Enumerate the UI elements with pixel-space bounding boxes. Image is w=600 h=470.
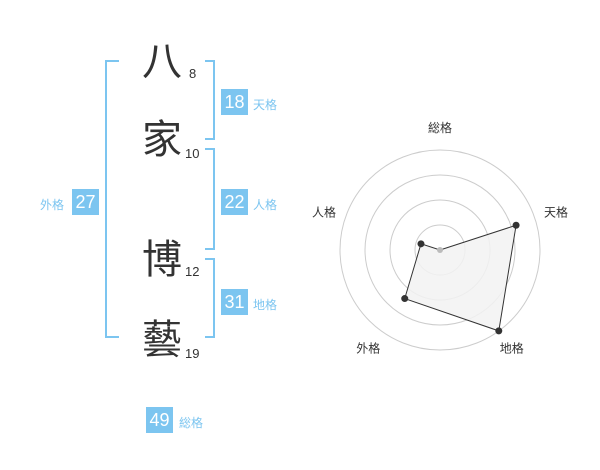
chikaku-label: 地格	[253, 298, 278, 312]
soukaku-value: 49	[146, 407, 173, 433]
name-char-2: 家	[142, 117, 182, 163]
radar-grid-ring-1	[339, 149, 541, 351]
jinkaku-value: 22	[221, 189, 248, 215]
radar-grid-ring-2	[364, 174, 516, 326]
stroke-count-1: 8	[189, 66, 197, 81]
gaikaku-label: 外格	[40, 198, 65, 212]
chikaku-value: 31	[221, 289, 248, 315]
radar-point-2	[512, 221, 520, 229]
radar-axis-label-1: 総格	[428, 120, 452, 135]
tenkaku-value: 18	[221, 89, 248, 115]
radar-axis-label-5: 人格	[312, 204, 336, 219]
radar-point-5	[417, 240, 425, 248]
name-char-3: 博	[142, 237, 182, 283]
radar-axis-label-4: 外格	[356, 341, 380, 356]
name-char-4: 藝	[142, 317, 182, 363]
radar-axis-label-2: 天格	[544, 204, 568, 219]
stroke-count-2: 10	[185, 146, 200, 161]
radar-axis-label-3: 地格	[500, 341, 524, 356]
gaikaku-value: 27	[72, 189, 99, 215]
name-char-1: 八	[142, 39, 182, 85]
stroke-count-4: 19	[185, 346, 200, 361]
radar-center-point	[437, 247, 443, 253]
radar-points	[401, 221, 520, 335]
radar-point-4	[401, 295, 409, 303]
stroke-count-3: 12	[185, 264, 200, 279]
tenkaku-label: 天格	[253, 98, 278, 112]
radar-point-3	[495, 327, 503, 335]
jinkaku-label: 人格	[253, 198, 278, 212]
soukaku-label: 総格	[179, 416, 204, 430]
